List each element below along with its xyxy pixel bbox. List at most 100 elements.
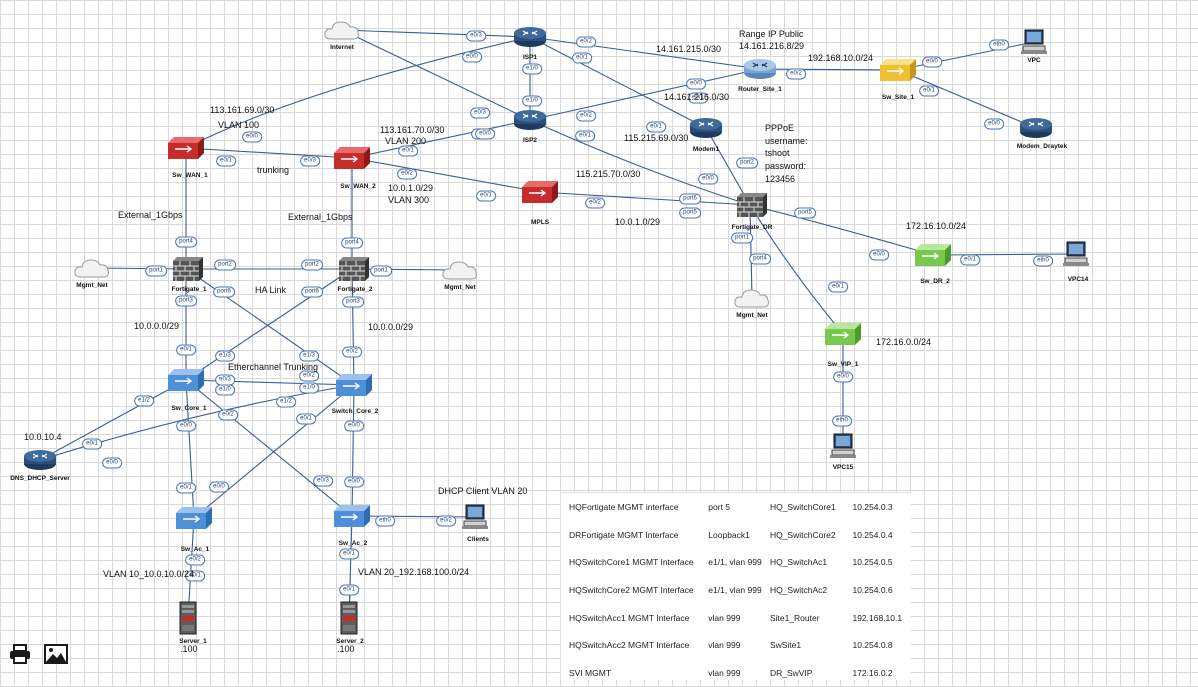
table-cell: SVI MGMT xyxy=(569,667,612,678)
sw-ac2-switch-icon[interactable] xyxy=(333,504,371,528)
port-label: port2 xyxy=(301,259,323,271)
vpc15-pc-icon[interactable] xyxy=(829,433,857,459)
port-label: port4 xyxy=(175,236,197,248)
vpc14-pc-icon[interactable] xyxy=(1062,241,1090,267)
annotation-text: Etherchannel Trunking xyxy=(228,362,319,372)
port-label: port5 xyxy=(679,207,701,219)
port-label: e0/1 xyxy=(646,121,666,133)
port-label: port1 xyxy=(731,232,753,244)
port-label: e1/3 xyxy=(215,350,235,362)
table-cell: HQFortigate MGMT interface xyxy=(569,501,679,512)
link-fortigate2-mgmt_net_2 xyxy=(351,268,461,271)
clients-pc-icon[interactable] xyxy=(461,504,489,530)
link-internet-isp2 xyxy=(341,29,531,121)
modem1-label: Modem1 xyxy=(692,146,720,153)
table-cell: HQ_SwitchAc1 xyxy=(769,557,828,568)
port-label: e0/0 xyxy=(698,173,718,185)
sw-vip1-label: Sw_VIP_1 xyxy=(827,361,859,368)
mgmt-net-1-label: Mgmt_Net xyxy=(76,282,108,289)
port-label: eth0 xyxy=(1033,255,1053,267)
dns-dhcp-label: DNS_DHCP_Server xyxy=(10,475,70,482)
table-cell: 10.254.0.3 xyxy=(852,501,893,512)
port-label: e0/1 xyxy=(185,570,205,582)
sw-dr2-switch-icon[interactable] xyxy=(914,243,952,267)
modem-draytek-router-icon[interactable] xyxy=(1019,117,1053,139)
mpls-switch-icon[interactable] xyxy=(521,180,559,204)
sw-site1-switch-icon[interactable] xyxy=(879,58,917,82)
port-label: e0/0 xyxy=(984,118,1004,130)
vpc-pc-icon[interactable] xyxy=(1020,29,1048,55)
link-sw_site1-modem_draytek xyxy=(897,69,1037,129)
link-modem1-fortigate_dr xyxy=(705,127,751,206)
table-cell: HQSwitchAcc2 MGMT Interface xyxy=(569,640,690,651)
port-label: e1/0 xyxy=(299,382,319,394)
port-label: e0/2 xyxy=(576,36,596,48)
link-isp1-modem1 xyxy=(529,36,707,129)
annotation-text: 113.161.70.0/30 xyxy=(380,125,445,135)
annotation-text: 115.215.69.0/30 xyxy=(624,133,689,143)
sw-wan2-switch-icon[interactable] xyxy=(333,146,371,170)
sw-ac1-switch-icon[interactable] xyxy=(175,506,213,530)
table-cell: Loopback1 xyxy=(708,529,750,540)
table-cell: HQSwitchAcc1 MGMT Interface xyxy=(569,612,690,623)
annotation-text: VLAN 10_10.0.10.0/24 xyxy=(103,569,195,579)
mgmt-net-2-cloud-icon[interactable] xyxy=(441,259,479,281)
server2-server-icon[interactable] xyxy=(339,601,359,635)
table-cell: DRFortigate MGMT Interface xyxy=(569,529,679,540)
link-fortigate_dr-sw_dr2 xyxy=(749,204,934,256)
printer-icon[interactable] xyxy=(8,644,32,664)
annotation-text: VLAN 200 xyxy=(385,136,427,146)
port-label: eth0 xyxy=(832,415,852,427)
table-cell: e1/1, vlan 999 xyxy=(708,557,762,568)
sw-core1-label: Sw_Core_1 xyxy=(171,405,207,412)
port-label: e0/1 xyxy=(572,52,592,64)
port-label: e0/3 xyxy=(300,155,320,167)
mgmt-net-1-cloud-icon[interactable] xyxy=(73,257,111,279)
switch-core2-label: Switch_Core_2 xyxy=(331,408,379,415)
table-cell: HQSwitchCore1 MGMT Interface xyxy=(569,557,694,568)
server1-server-icon[interactable] xyxy=(178,601,198,635)
annotation-text: 115.215.70.0/30 xyxy=(576,169,641,179)
table-cell: 192.168.10.1 xyxy=(852,612,903,623)
table-cell: e1/1, vlan 999 xyxy=(708,584,762,595)
port-label: port3 xyxy=(175,295,197,307)
modem1-router-icon[interactable] xyxy=(689,117,723,139)
isp1-router-icon[interactable] xyxy=(513,26,547,48)
link-isp2-fortigate_dr xyxy=(529,119,751,206)
image-icon[interactable] xyxy=(44,644,68,664)
isp2-router-icon[interactable] xyxy=(513,109,547,131)
dns-dhcp-router-icon[interactable] xyxy=(23,449,57,471)
annotation-text: tshoot xyxy=(765,148,790,158)
sw-core1-switch-icon[interactable] xyxy=(167,368,205,392)
sw-wan1-switch-icon[interactable] xyxy=(167,136,205,160)
port-label: e1/0 xyxy=(215,384,235,396)
table-cell: DR_SwVIP xyxy=(769,667,813,678)
port-label: e1/0 xyxy=(522,63,542,75)
mgmt-net-dr-cloud-icon[interactable] xyxy=(733,287,771,309)
port-label: e0/2 xyxy=(185,554,205,566)
sw-vip1-switch-icon[interactable] xyxy=(824,322,862,346)
port-label: e0/0 xyxy=(686,78,706,90)
port-label: e0/2 xyxy=(436,515,456,527)
fortigate2-firewall-icon[interactable] xyxy=(335,255,369,283)
link-sw_core1-sw_ac1 xyxy=(185,379,195,519)
port-label: port2 xyxy=(736,157,758,169)
port-label: e0/1 xyxy=(176,344,196,356)
internet-cloud-icon[interactable] xyxy=(323,19,361,41)
table-cell: Site1_Router xyxy=(769,612,820,623)
port-label: e0/1 xyxy=(575,130,595,142)
annotation-text: External_1Gbps xyxy=(288,212,353,222)
table-cell: vlan 999 xyxy=(708,667,741,678)
port-label: port1 xyxy=(145,265,167,277)
router-site1-router-icon[interactable] xyxy=(743,58,777,80)
fortigate1-firewall-icon[interactable] xyxy=(169,255,203,283)
fortigate-dr-firewall-icon[interactable] xyxy=(733,191,767,219)
link-sw_site1-vpc xyxy=(897,41,1035,71)
port-label: e0/0 xyxy=(475,128,495,140)
link-isp2-router_site1 xyxy=(529,68,761,121)
annotation-text: 10.0.0.0/29 xyxy=(368,322,414,332)
switch-core2-switch-icon[interactable] xyxy=(335,373,373,397)
